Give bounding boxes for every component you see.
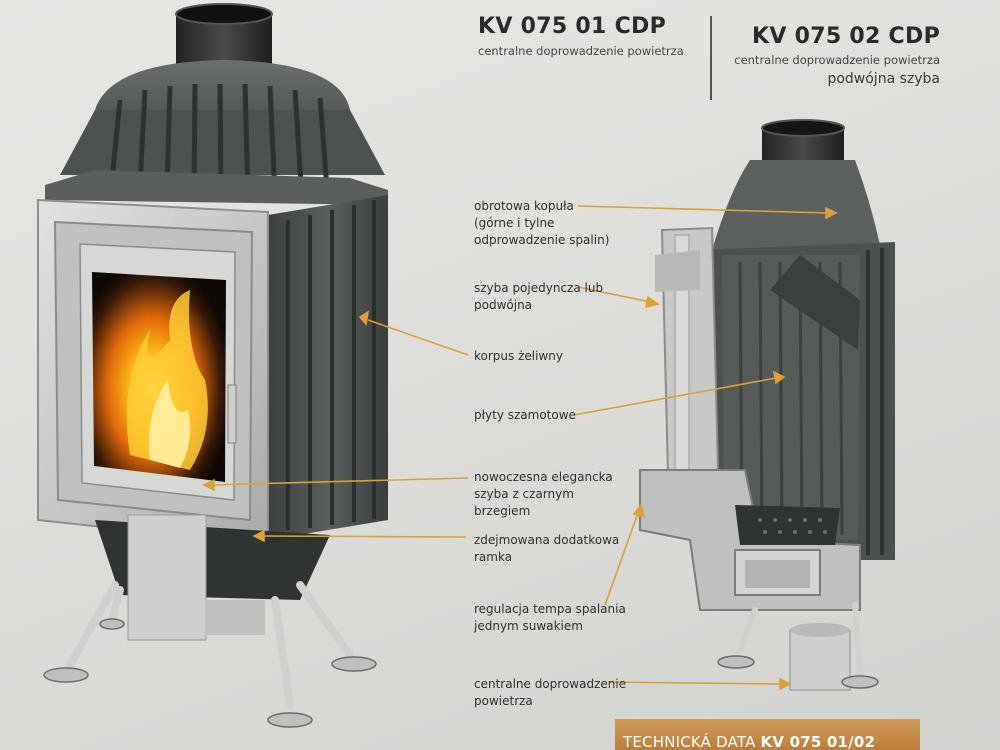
callout-cast-iron-body: korpus żeliwny: [474, 349, 563, 363]
left-model-title: KV 075 01 CDP: [478, 14, 667, 39]
door-handle: [227, 384, 237, 444]
tech-bar-prefix: TECHNICKÁ DATA: [623, 733, 756, 750]
right-model-title: KV 075 02 CDP: [751, 24, 940, 49]
right-model-subtitle: centralne doprowadzenie powietrza: [734, 53, 940, 67]
right-stove-section: [639, 119, 895, 691]
tech-bar-model: KV 075 01/02: [760, 733, 876, 750]
callout-chamotte-plates: płyty szamotowe: [474, 408, 576, 422]
header-divider: [710, 16, 712, 100]
air-duct: [127, 514, 207, 641]
left-stove: [37, 3, 388, 728]
technical-data-tab[interactable]: TECHNICKÁ DATA KV 075 01/02: [615, 719, 920, 750]
legs: [66, 581, 354, 709]
callout-arrows: [202, 205, 838, 691]
left-model-subtitle: centralne doprowadzenie powietrza: [478, 44, 684, 58]
right-model-subtitle2: podwójna szyba: [827, 71, 940, 87]
central-air-inlet: [789, 629, 851, 691]
cast-iron-body: [268, 195, 388, 540]
